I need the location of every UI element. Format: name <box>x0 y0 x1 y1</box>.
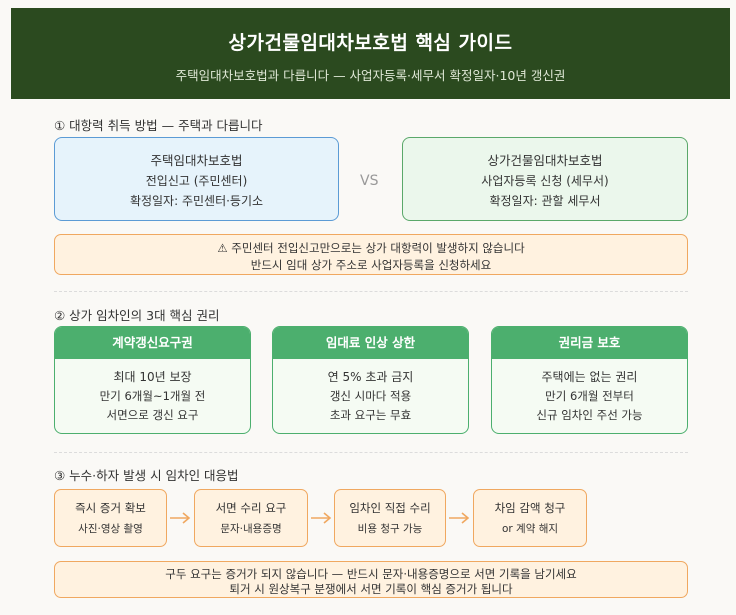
card-line: 초과 요구는 무효 <box>329 408 412 422</box>
card-line: 서면으로 갱신 요구 <box>106 408 199 422</box>
step-evidence: 즉시 증거 확보 사진·영상 촬영 <box>54 489 167 547</box>
warning-line2: 반드시 임대 상가 주소로 사업자등록을 신청하세요 <box>250 258 492 272</box>
arrow-right-icon <box>170 512 191 524</box>
warning-line1: ⚠ 주민센터 전입신고만으로는 상가 대항력이 발생하지 않습니다 <box>217 241 525 255</box>
note-line1: 구두 요구는 증거가 되지 않습니다 — 반드시 문자·내용증명으로 서면 기록… <box>165 567 577 581</box>
card-head: 계약갱신요구권 <box>55 327 250 359</box>
commercial-law-line1: 사업자등록 신청 (세무서) <box>481 174 609 188</box>
step-main: 차임 감액 청구 <box>494 501 566 515</box>
divider <box>54 291 688 292</box>
divider <box>54 452 688 453</box>
step-rent-reduction: 차임 감액 청구 or 계약 해지 <box>473 489 587 547</box>
vs-label: VS <box>360 173 379 189</box>
step-sub: 비용 청구 가능 <box>357 523 423 535</box>
section1-title: ① 대항력 취득 방법 — 주택과 다릅니다 <box>54 118 263 133</box>
step-self-repair: 임차인 직접 수리 비용 청구 가능 <box>334 489 446 547</box>
step-sub: 문자·내용증명 <box>220 523 282 535</box>
card-main: 주택에는 없는 권리 <box>541 370 638 384</box>
card-main: 연 5% 초과 금지 <box>327 370 414 384</box>
commercial-law-line2: 확정일자: 관할 세무서 <box>489 194 601 208</box>
warning-box: ⚠ 주민센터 전입신고만으로는 상가 대항력이 발생하지 않습니다 반드시 임대… <box>54 234 688 275</box>
card-line: 만기 6개월 전부터 <box>545 389 634 403</box>
section3-title: ③ 누수·하자 발생 시 임차인 대응법 <box>54 468 239 483</box>
step-sub: 사진·영상 촬영 <box>78 523 143 535</box>
note-box: 구두 요구는 증거가 되지 않습니다 — 반드시 문자·내용증명으로 서면 기록… <box>54 561 688 598</box>
card-head: 임대료 인상 상한 <box>273 327 468 359</box>
commercial-law-box: 상가건물임대차보호법 사업자등록 신청 (세무서) 확정일자: 관할 세무서 <box>402 137 688 221</box>
page-title: 상가건물임대차보호법 핵심 가이드 <box>228 32 513 54</box>
step-main: 임차인 직접 수리 <box>349 501 431 515</box>
commercial-law-title: 상가건물임대차보호법 <box>487 153 603 168</box>
arrow-right-icon <box>311 512 332 524</box>
housing-law-title: 주택임대차보호법 <box>150 153 243 168</box>
note-line2: 퇴거 시 원상복구 분쟁에서 서면 기록이 핵심 증거가 됩니다 <box>229 582 513 596</box>
step-main: 즉시 증거 확보 <box>75 501 146 515</box>
card-main: 최대 10년 보장 <box>113 370 192 384</box>
housing-law-line1: 전입신고 (주민센터) <box>145 174 248 188</box>
card-line: 신규 임차인 주선 가능 <box>536 408 643 422</box>
step-main: 서면 수리 요구 <box>215 501 287 515</box>
right-card-rent-cap: 임대료 인상 상한 연 5% 초과 금지 갱신 시마다 적용 초과 요구는 무효 <box>272 326 469 434</box>
section2-title: ② 상가 임차인의 3대 핵심 권리 <box>54 308 220 323</box>
card-line: 갱신 시마다 적용 <box>329 389 412 403</box>
right-card-premium: 권리금 보호 주택에는 없는 권리 만기 6개월 전부터 신규 임차인 주선 가… <box>491 326 688 434</box>
right-card-renewal: 계약갱신요구권 최대 10년 보장 만기 6개월~1개월 전 서면으로 갱신 요… <box>54 326 251 434</box>
page-subtitle: 주택임대차보호법과 다릅니다 — 사업자등록·세무서 확정일자·10년 갱신권 <box>175 68 566 83</box>
arrow-right-icon <box>449 512 470 524</box>
step-sub: or 계약 해지 <box>501 523 559 535</box>
housing-law-line2: 확정일자: 주민센터·등기소 <box>129 194 264 208</box>
housing-law-box: 주택임대차보호법 전입신고 (주민센터) 확정일자: 주민센터·등기소 <box>54 137 339 221</box>
card-line: 만기 6개월~1개월 전 <box>99 389 206 403</box>
card-head: 권리금 보호 <box>492 327 687 359</box>
header-banner: 상가건물임대차보호법 핵심 가이드 주택임대차보호법과 다릅니다 — 사업자등록… <box>11 8 730 99</box>
step-written-request: 서면 수리 요구 문자·내용증명 <box>194 489 308 547</box>
